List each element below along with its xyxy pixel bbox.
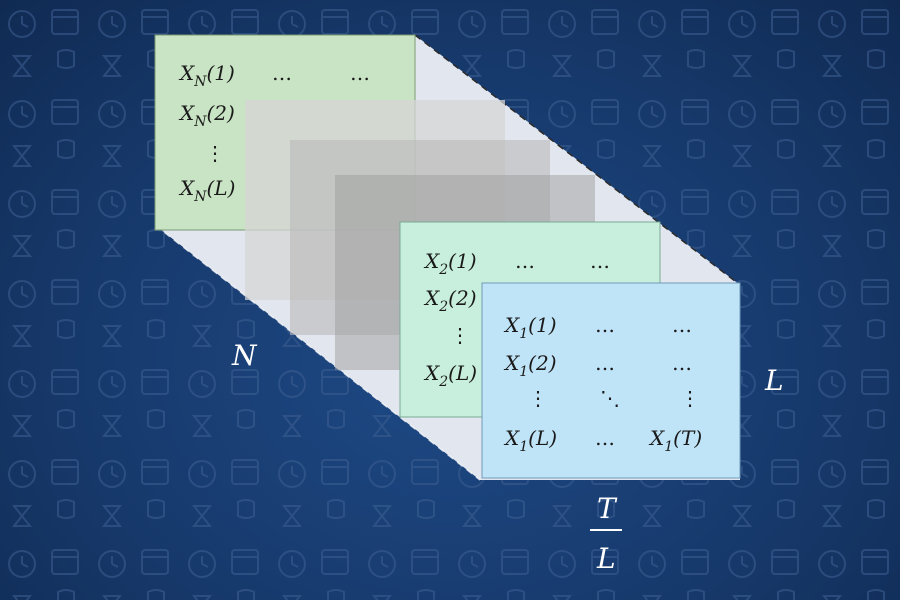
frame-front-cell: … (595, 351, 615, 375)
frame-front-cell: X1(L) (503, 426, 557, 455)
frame-middle-cell: X2(2) (423, 286, 477, 315)
frame-back-cell: … (272, 61, 292, 85)
frame-front: X1(1) … … X1(2) … … ⋮ ⋱ ⋮ X1(L) … X1(T) (481, 282, 741, 479)
frame-front-cell: … (595, 313, 615, 337)
height-label: L (764, 364, 784, 397)
frame-front-cell: ⋮ (680, 386, 700, 410)
frame-back-cell: XN(L) (178, 176, 235, 205)
frame-front-cell: ⋱ (600, 386, 620, 410)
frame-front-cell: … (672, 313, 692, 337)
frame-front-cell: … (672, 351, 692, 375)
depth-label: N (231, 339, 258, 372)
frame-front-cell: X1(2) (503, 351, 557, 380)
frame-back-cell: XN(2) (178, 101, 235, 130)
prism-edge-bottom (154, 224, 481, 481)
frame-middle-cell: X2(1) (423, 249, 477, 278)
width-label-numerator: T (597, 492, 618, 525)
frame-middle-cell: ⋮ (450, 323, 470, 347)
prism-edge-top (414, 34, 741, 286)
frame-front-cell: … (595, 426, 615, 450)
frame-front-cell: X1(T) (648, 426, 702, 455)
frame-front-cell: X1(1) (503, 313, 557, 342)
frame-middle-cell: X2(L) (423, 361, 477, 390)
frame-back-cell: ⋮ (205, 141, 225, 165)
frame-back-cell: … (350, 61, 370, 85)
width-label-denominator: L (596, 542, 616, 575)
frame-middle-cell: … (515, 249, 535, 273)
frame-front-panel (481, 282, 741, 479)
frame-back-cell: XN(1) (178, 61, 235, 90)
frame-middle-cell: … (590, 249, 610, 273)
dimension-labels: N L T L (231, 339, 784, 575)
frame-front-cell: ⋮ (528, 386, 548, 410)
